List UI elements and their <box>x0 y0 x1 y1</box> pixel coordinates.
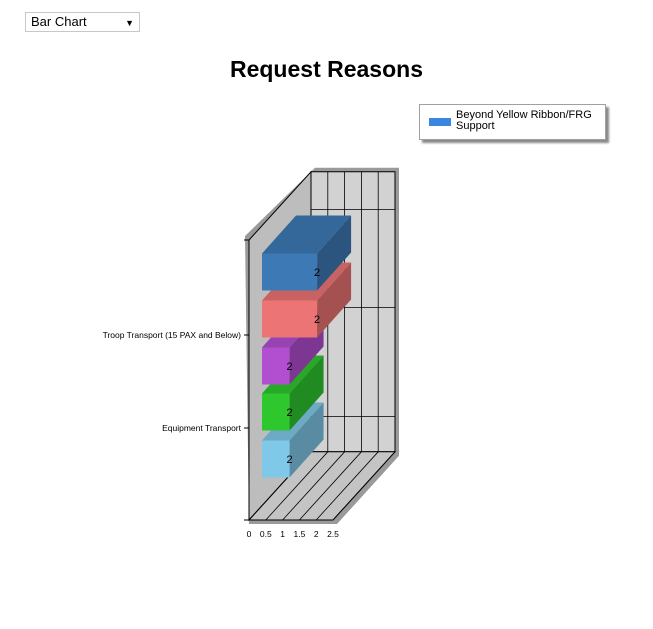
floor-grid-line <box>315 451 379 521</box>
chart-type-select[interactable]: Bar Chart ▼ <box>25 12 140 32</box>
bar <box>262 253 318 291</box>
bar <box>262 347 290 385</box>
data-label: 2 <box>286 361 292 373</box>
chevron-down-icon: ▼ <box>125 18 134 28</box>
data-label: 2 <box>314 267 320 279</box>
floor-grid-line <box>282 451 345 521</box>
bar-side <box>289 402 324 478</box>
bar-side <box>317 262 352 338</box>
bar-side <box>317 215 352 291</box>
x-tick-label: 1 <box>280 529 285 539</box>
x-tick-label: 0.5 <box>260 529 272 539</box>
data-label: 2 <box>286 454 292 466</box>
x-tick-label: 2.5 <box>327 529 339 539</box>
chart-legend: Beyond Yellow Ribbon/FRG Support <box>419 104 606 140</box>
data-label: 2 <box>314 314 320 326</box>
legend-swatch <box>429 118 451 126</box>
bar-side <box>289 355 324 431</box>
legend-label: Beyond Yellow Ribbon/FRG Support <box>456 109 592 132</box>
x-tick-label: 0 <box>247 529 252 539</box>
floor-grid-line <box>332 451 396 521</box>
bar-top <box>262 215 352 254</box>
chart-type-select-value: Bar Chart <box>31 14 87 29</box>
data-label: 2 <box>286 407 292 419</box>
floor-grid-line <box>265 451 329 521</box>
bar <box>262 393 290 431</box>
bar <box>262 300 318 338</box>
bar <box>262 440 290 478</box>
floor-grid-line <box>299 451 362 521</box>
category-label: Equipment Transport <box>162 423 242 433</box>
category-label: Troop Transport (15 PAX and Below) <box>103 330 242 340</box>
chart-title: Request Reasons <box>229 56 423 82</box>
x-tick-label: 1.5 <box>293 529 305 539</box>
x-tick-label: 2 <box>314 529 319 539</box>
